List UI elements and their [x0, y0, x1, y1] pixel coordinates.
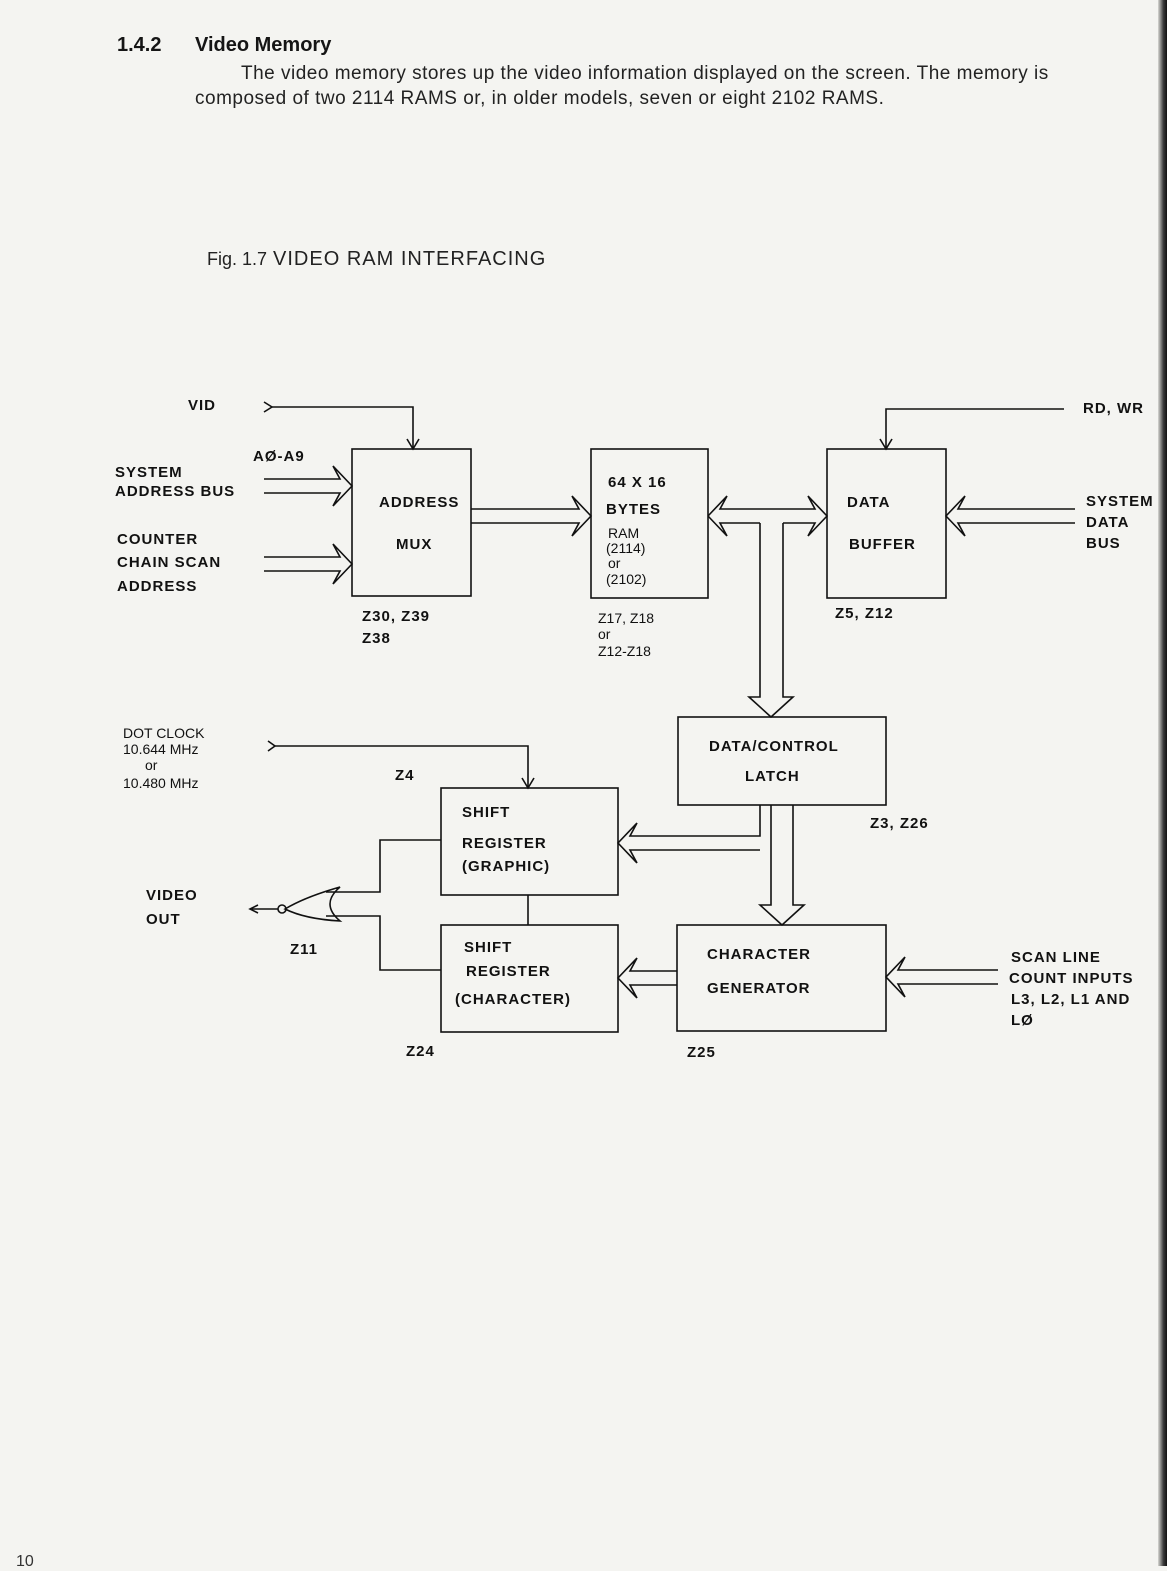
latch-ref: Z3, Z26	[870, 815, 929, 832]
address-mux-label-1: ADDRESS	[379, 494, 459, 511]
scan-line-label-1: SCAN LINE	[1011, 949, 1101, 966]
nor-gate-z11	[248, 886, 343, 922]
system-data-bus-label-2: DATA	[1086, 514, 1129, 531]
chargen-to-shift-bus-arrow	[616, 957, 677, 999]
section-number: 1.4.2	[117, 34, 162, 56]
shift-character-ref: Z24	[406, 1043, 435, 1060]
scan-line-label-2: COUNT INPUTS	[1009, 970, 1134, 987]
dot-clock-signal-line	[267, 740, 535, 790]
counter-chain-bus-arrow	[264, 543, 354, 585]
ram-label-2: BYTES	[606, 501, 661, 518]
vid-signal-line	[263, 401, 420, 451]
ram-detail-2: (2114)	[606, 540, 645, 556]
shift-character-label-1: SHIFT	[464, 939, 512, 956]
page-number: 10	[16, 1553, 34, 1570]
latch-label-1: DATA/CONTROL	[709, 738, 839, 755]
figure-title: VIDEO RAM INTERFACING	[273, 248, 547, 270]
address-mux-block	[351, 448, 472, 597]
latch-label-2: LATCH	[745, 768, 800, 785]
system-address-bus-arrow	[264, 465, 354, 507]
char-gen-label-1: CHARACTER	[707, 946, 811, 963]
address-lines-label: AØ-A9	[253, 448, 305, 465]
latch-to-graphic-bus-arrow	[616, 805, 761, 864]
section-heading: 1.4.2 Video Memory	[117, 34, 331, 57]
dot-clock-label-1: DOT CLOCK	[123, 725, 205, 741]
dot-clock-label-2: 10.644 MHz	[123, 741, 198, 757]
address-mux-ref-2: Z38	[362, 630, 391, 647]
scan-line-label-4: LØ	[1011, 1012, 1034, 1029]
gate-ref-label: Z11	[290, 941, 318, 958]
data-buffer-label-1: DATA	[847, 494, 890, 511]
mux-to-ram-bus-arrow	[471, 495, 593, 537]
character-generator-block	[676, 924, 887, 1032]
counter-chain-label-2: CHAIN SCAN	[117, 554, 221, 571]
system-address-bus-label-2: ADDRESS BUS	[115, 483, 235, 500]
data-buffer-ref: Z5, Z12	[835, 605, 894, 622]
system-data-bus-label-1: SYSTEM	[1086, 493, 1154, 510]
shift-graphic-ref: Z4	[395, 767, 415, 784]
ram-detail-4: (2102)	[606, 571, 646, 587]
dot-clock-label-4: 10.480 MHz	[123, 775, 198, 791]
latch-to-chargen-bus-arrow	[757, 805, 807, 927]
data-bus-bidirectional	[707, 495, 829, 719]
shift-character-label-3: (CHARACTER)	[455, 991, 571, 1008]
char-gen-ref: Z25	[687, 1044, 716, 1061]
page-edge-shadow	[1158, 0, 1167, 1566]
vid-label: VID	[188, 397, 216, 414]
system-data-bus-arrow	[944, 495, 1075, 537]
shift-graphic-label-3: (GRAPHIC)	[462, 858, 550, 875]
figure-label: Fig. 1.7	[207, 249, 268, 269]
video-out-label-1: VIDEO	[146, 887, 198, 904]
shift-character-label-2: REGISTER	[466, 963, 551, 980]
shift-register-graphic-block	[440, 787, 619, 896]
counter-chain-label-3: ADDRESS	[117, 578, 197, 595]
shift-graphic-label-2: REGISTER	[462, 835, 547, 852]
ram-detail-3: or	[608, 555, 621, 571]
ram-block	[590, 448, 709, 599]
system-data-bus-label-3: BUS	[1086, 535, 1121, 552]
dot-clock-label-3: or	[145, 757, 158, 773]
data-control-latch-block	[677, 716, 887, 806]
scan-line-bus-arrow	[884, 956, 998, 998]
section-body-text: The video memory stores up the video inf…	[195, 63, 1049, 109]
rd-wr-label: RD, WR	[1083, 400, 1144, 417]
address-mux-label-2: MUX	[396, 536, 432, 553]
ram-ref-2: or	[598, 626, 611, 642]
address-mux-ref-1: Z30, Z39	[362, 608, 430, 625]
ram-ref-3: Z12-Z18	[598, 643, 651, 659]
scan-line-label-3: L3, L2, L1 AND	[1011, 991, 1130, 1008]
system-address-bus-label-1: SYSTEM	[115, 464, 183, 481]
ram-ref-1: Z17, Z18	[598, 610, 654, 626]
video-out-label-2: OUT	[146, 911, 181, 928]
rd-wr-signal-line	[879, 408, 1064, 451]
data-buffer-label-2: BUFFER	[849, 536, 916, 553]
section-title: Video Memory	[195, 34, 332, 56]
shift-graphic-label-1: SHIFT	[462, 804, 510, 821]
ram-label-1: 64 X 16	[608, 474, 667, 491]
ram-detail-1: RAM	[608, 525, 639, 541]
counter-chain-label-1: COUNTER	[117, 531, 198, 548]
shift-output-lines	[326, 839, 441, 971]
data-buffer-block	[826, 448, 947, 599]
char-gen-label-2: GENERATOR	[707, 980, 810, 997]
